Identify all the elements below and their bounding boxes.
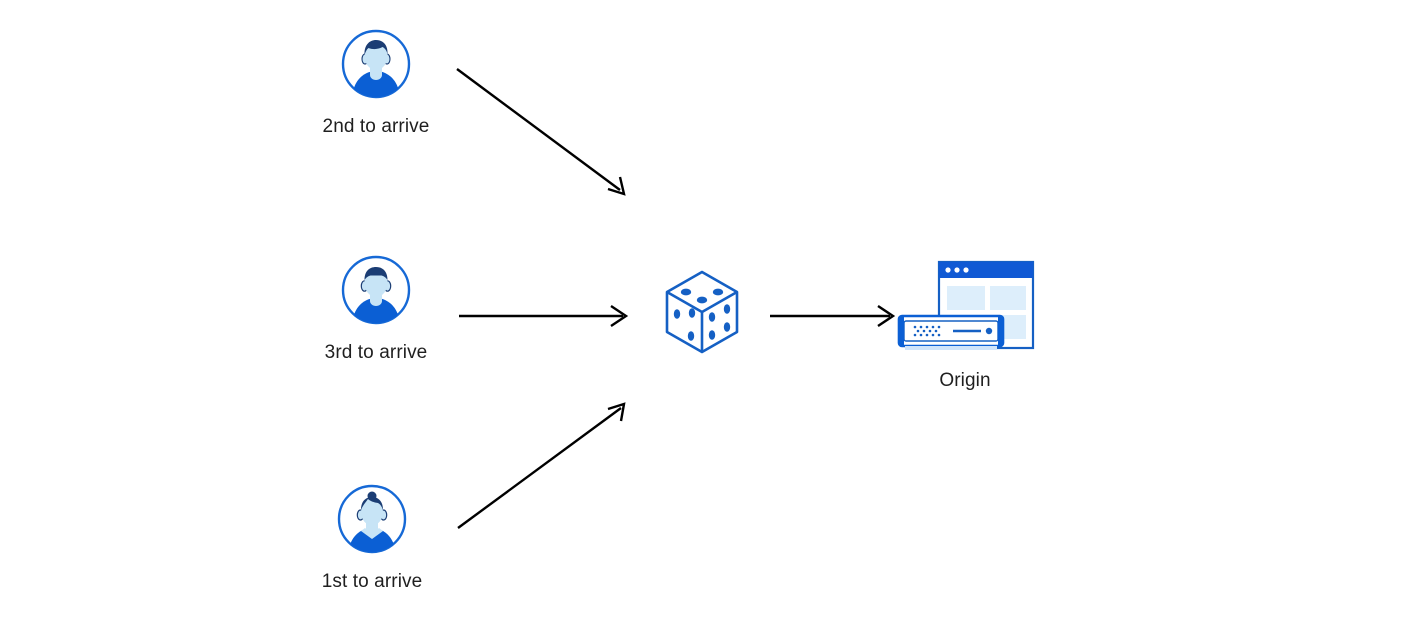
server-device [897,314,1005,350]
arrow-second-to-dice [456,68,626,196]
user-avatar-bun-hair-icon [336,483,408,560]
node-origin[interactable]: Origin [890,258,1040,393]
arrow-third-to-dice [459,305,629,327]
node-label: 3rd to arrive [324,342,428,363]
node-randomizer[interactable] [654,266,750,363]
user-avatar-short-hair-icon [340,28,412,105]
node-user-first[interactable]: 1st to arrive [302,483,442,594]
arrow-dice-to-origin [770,305,896,327]
dice-icon [659,266,745,363]
node-user-second[interactable]: 2nd to arrive [306,28,446,139]
node-label: Origin [939,370,991,391]
user-avatar-flat-hair-icon [340,254,412,331]
node-label: 1st to arrive [321,571,423,592]
node-label: 2nd to arrive [322,116,430,137]
origin-server-window-icon [895,258,1035,363]
node-user-third[interactable]: 3rd to arrive [306,254,446,365]
arrow-first-to-dice [457,402,626,529]
